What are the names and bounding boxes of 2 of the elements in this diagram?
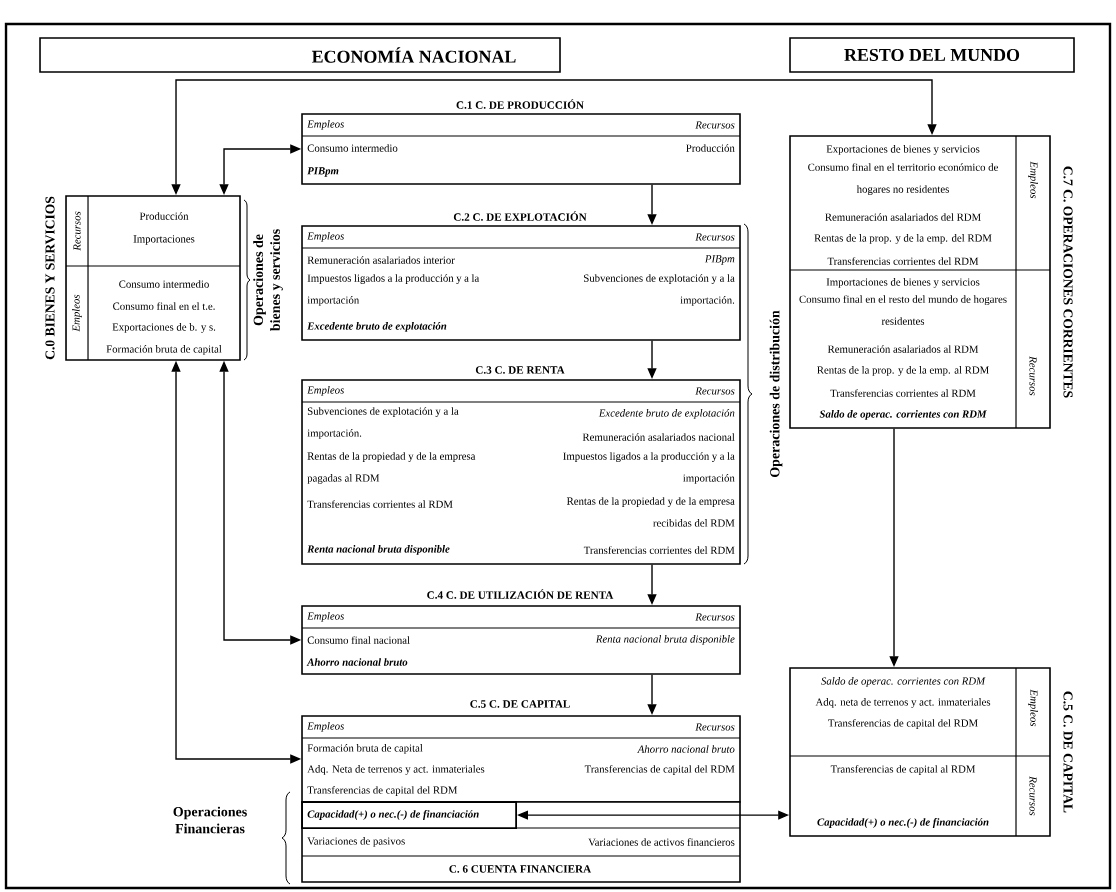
- section-title: ECONOMÍA NACIONAL: [311, 47, 516, 63]
- section-title: RESTO DEL MUNDO: [844, 48, 1020, 62]
